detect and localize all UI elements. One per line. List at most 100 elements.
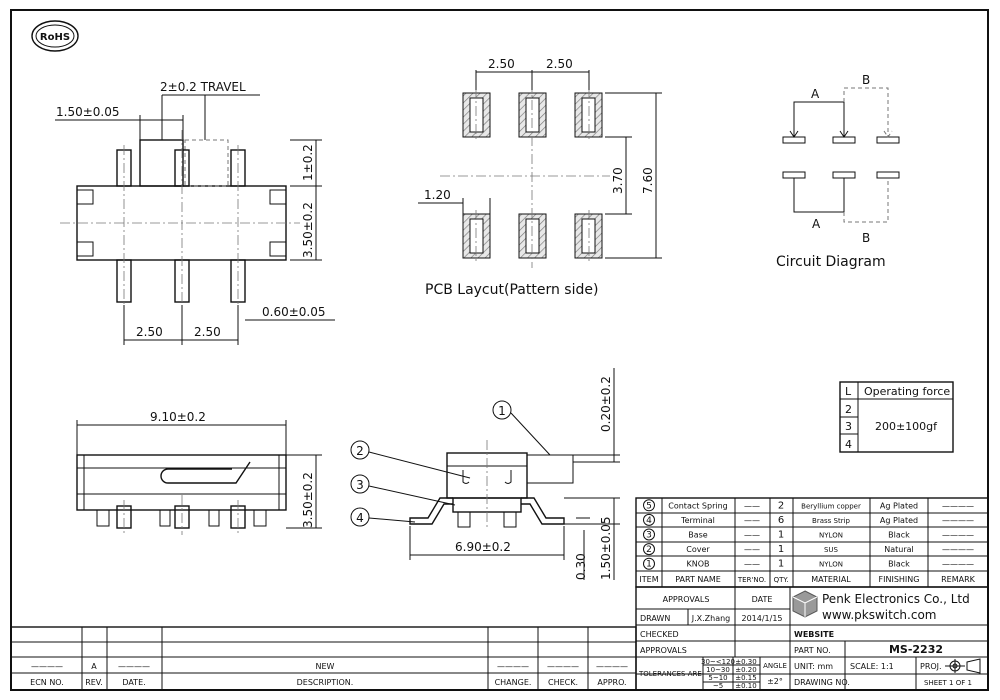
pcb-pitch-left: 2.50 [488,57,515,71]
company-logo [792,590,818,618]
tb-part-no: MS-2232 [889,643,943,656]
knob-height-dim: 1±0.2 [301,144,315,181]
force-row-4: 4 [845,438,852,451]
rev-appro-dash: ———— [596,662,628,671]
rev-date-dash: ———— [118,662,150,671]
pcb-row-gap: 3.70 [611,167,625,194]
bom-cell-material: Beryllium copper [801,502,861,510]
body-height-dim: 3.50±0.2 [301,202,315,258]
circuit-label-b-bottom: B [862,231,870,245]
tb-drawn-by: J.X.Zhang [691,614,731,623]
force-row-3: 3 [845,420,852,433]
bom-h-item: ITEM [639,575,658,584]
bom-cell-qty: 1 [778,530,784,541]
rev-ecn-dash: ———— [31,662,63,671]
bom-item-circle [643,543,655,556]
tb-scale: SCALE: 1:1 [850,662,894,671]
bom-cell-item: 3 [646,531,652,541]
bom-cell-material: Brass Strip [812,517,850,525]
top-pitch-right: 2.50 [194,325,221,339]
rev-check-dash: ———— [547,662,579,671]
company-name: Penk Electronics Co., Ltd [822,592,970,606]
pcb-total-height: 7.60 [641,167,655,194]
force-row-2: 2 [845,403,852,416]
bom-cell-material: NYLON [819,561,843,569]
tb-part-no-label: PART NO. [794,646,831,655]
front-view: 9.10±0.2 3.50±0.2 [76,410,322,535]
tb-tol-value-1: ±0.30 [735,658,756,666]
bom-cell-remark: ———— [942,531,974,540]
bom-cell-item: 4 [646,516,652,526]
travel-dim: 2±0.2 TRAVEL [160,80,246,94]
top-view: 2±0.2 TRAVEL 1.50±0.05 1±0.2 3.50±0.2 2.… [55,80,335,345]
knob-top-dim: 0.20±0.2 [599,376,613,432]
rev-letter: A [91,662,97,671]
title-block: APPROVALS DATE DRAWN J.X.Zhang 2014/1/15… [635,586,989,691]
callout-2: 2 [356,444,364,458]
bom-cell-material: SUS [824,546,839,554]
bom-cell-finishing: Natural [884,545,914,554]
pin-thickness-dim: 0.30 [574,553,588,580]
bom-cell-finishing: Black [888,560,910,569]
tb-approvals: APPROVALS [663,595,710,604]
tb-tol-range-1: 30~<120 [701,658,735,666]
bom-cell-qty: 2 [778,500,784,511]
bom-h-material: MATERIAL [811,575,851,584]
base-height-dim: 1.50±0.05 [599,517,613,581]
operating-force-table: L Operating force 2 3 4 200±100gf [839,381,954,453]
tb-approvals2: APPROVALS [640,646,687,655]
tb-tol-range-4: ~5 [713,682,723,690]
tb-angle-value: ±2° [767,677,783,686]
callout-3: 3 [356,478,364,492]
bom-cell-qty: 1 [778,544,784,555]
top-pitch-left: 2.50 [136,325,163,339]
rev-h-description: DESCRIPTION. [297,678,354,687]
front-height-dim: 3.50±0.2 [301,472,315,528]
bom-cell-item: 1 [646,560,652,570]
bom-h-name: PART NAME [675,575,721,584]
bom-cell-remark: ———— [942,516,974,525]
circuit-label-b-top: B [862,73,870,87]
bom-cell-name: Cover [686,545,710,554]
bom-cell-remark: ———— [942,560,974,569]
bom-cell-name: KNOB [686,560,709,569]
rev-h-change: CHANGE. [495,678,532,687]
bom-cell-item: 5 [646,501,652,511]
revision-block: ———— A ———— NEW ———— ———— ———— ECN NO. R… [10,626,637,691]
pcb-pitch-right: 2.50 [546,57,573,71]
knob-width-dim: 1.50±0.05 [56,105,120,119]
force-header: Operating force [864,385,950,398]
bom-item-circle [643,557,655,570]
bom-cell-material: NYLON [819,532,843,540]
tb-website: WEBSITE [794,630,834,639]
tb-proj: PROJ. [920,662,942,671]
circuit-caption: Circuit Diagram [776,254,886,270]
bom-cell-name: Base [688,531,708,540]
tb-tol-range-3: 5~10 [708,674,727,682]
bom-cell-remark: ———— [942,501,974,510]
rohs-label: RoHS [40,32,70,43]
rev-h-appro: APPRO. [597,678,626,687]
tb-checked: CHECKED [640,630,679,639]
tb-drawing-no: DRAWING NO. [794,678,850,687]
side-view: 1 2 3 4 0.20±0.2 1.50±0.05 0.30 6.90±0.2 [350,368,620,581]
bom-h-ter: TER'NO. [737,576,766,584]
tb-tol-value-4: ±0.10 [735,682,756,690]
bom-h-remark: REMARK [941,575,976,584]
bom-cell-finishing: Ag Plated [880,501,918,510]
circuit-label-a-bottom: A [812,217,821,231]
tb-tol-value-2: ±0.20 [735,666,756,674]
tb-drawn: DRAWN [640,614,670,623]
bom-cell-item: 2 [646,545,652,555]
bom-item-circle [643,528,655,541]
bom-h-finishing: FINISHING [879,575,920,584]
bom-item-circle [643,513,655,526]
bom-cell-ter: —— [744,560,760,569]
projection-symbol-icon [945,658,981,674]
